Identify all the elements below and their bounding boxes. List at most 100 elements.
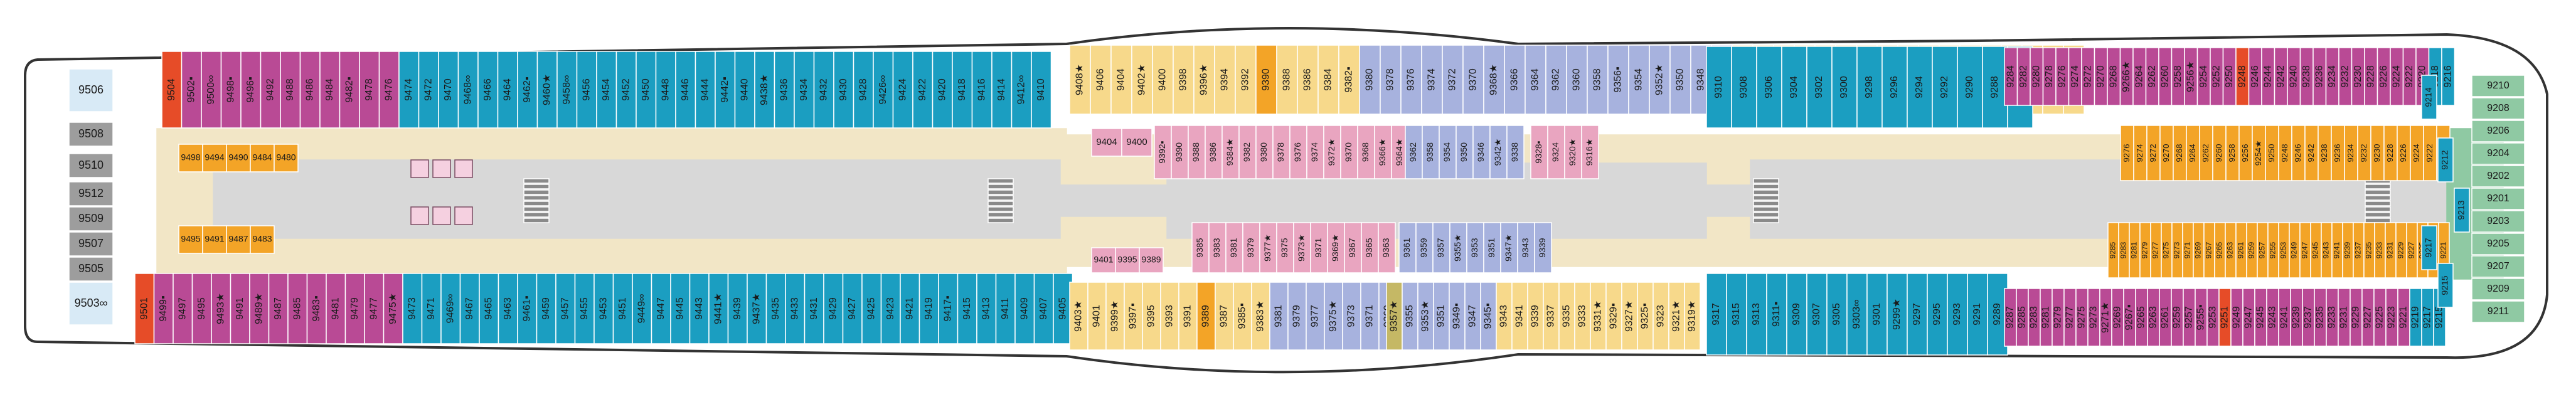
cabin[interactable]: 9402★ — [1131, 45, 1153, 115]
cabin[interactable]: 9387 — [1215, 282, 1234, 351]
cabin[interactable]: 9349▪ — [1449, 282, 1466, 351]
cabin[interactable]: 9339 — [1534, 222, 1552, 273]
cabin[interactable]: 9506 — [68, 68, 114, 112]
cabin[interactable]: 9343 — [1496, 282, 1513, 351]
cabin[interactable]: 9291 — [1967, 273, 1988, 356]
cabin[interactable]: 9352★ — [1649, 45, 1671, 115]
cabin[interactable]: 9507 — [68, 231, 114, 257]
cabin[interactable]: 9491 — [202, 225, 227, 254]
cabin[interactable]: 9236 — [2331, 125, 2345, 181]
cabin[interactable]: 9234 — [2325, 47, 2339, 106]
cabin[interactable]: 9423 — [880, 273, 901, 344]
cabin[interactable]: 9242 — [2274, 47, 2288, 106]
cabin[interactable]: 9283 — [2118, 222, 2130, 278]
cabin[interactable]: 9442▪ — [715, 51, 736, 129]
cabin[interactable]: 9327★ — [1621, 282, 1638, 351]
cabin[interactable]: 9250 — [2222, 47, 2237, 106]
cabin[interactable]: 9388 — [1276, 45, 1298, 115]
cabin[interactable]: 9463 — [498, 273, 518, 344]
cabin[interactable]: 9342★ — [1489, 125, 1508, 179]
cabin[interactable]: 9467 — [459, 273, 480, 344]
cabin[interactable]: 9246 — [2248, 47, 2262, 106]
cabin[interactable]: 9304 — [1781, 46, 1807, 129]
cabin[interactable]: 9316★ — [1581, 125, 1599, 179]
cabin[interactable]: 9369★ — [1327, 222, 1345, 273]
cabin[interactable]: 9255 — [2267, 222, 2279, 278]
cabin[interactable]: 9375★ — [1324, 282, 1343, 351]
cabin[interactable]: 9439 — [727, 273, 748, 344]
cabin[interactable]: 9270 — [2159, 125, 2174, 181]
cabin[interactable]: 9383★ — [1251, 282, 1270, 351]
cabin[interactable]: 9503∞ — [68, 282, 114, 326]
cabin[interactable]: 9483 — [250, 225, 275, 254]
cabin[interactable]: 9459 — [536, 273, 556, 344]
cabin[interactable]: 9287 — [2004, 288, 2017, 347]
cabin[interactable]: 9432 — [813, 51, 834, 129]
cabin[interactable]: 9255▪ — [2195, 288, 2208, 347]
cabin[interactable]: 9257 — [2257, 222, 2269, 278]
cabin[interactable]: 9368 — [1357, 125, 1375, 179]
cabin[interactable]: 9461▪ — [517, 273, 538, 344]
cabin[interactable]: 9319★ — [1684, 282, 1701, 351]
cabin[interactable]: 9234 — [2344, 125, 2358, 181]
cabin[interactable]: 9258 — [2225, 125, 2240, 181]
cabin[interactable]: 9386 — [1205, 125, 1223, 179]
cabin[interactable]: 9283 — [2028, 288, 2041, 347]
cabin[interactable]: 9468∞ — [457, 51, 479, 129]
cabin[interactable]: 9240 — [2287, 47, 2301, 106]
cabin[interactable]: 9306 — [1756, 46, 1782, 129]
cabin[interactable]: 9277 — [2063, 288, 2077, 347]
cabin[interactable]: 9385▪ — [1233, 282, 1252, 351]
cabin[interactable]: 9275 — [2075, 288, 2089, 347]
cabin[interactable]: 9339 — [1527, 282, 1544, 351]
cabin[interactable]: 9441★ — [708, 273, 729, 344]
cabin[interactable]: 9272 — [2081, 47, 2095, 106]
cabin[interactable]: 9243 — [2321, 222, 2333, 278]
cabin[interactable]: 9222 — [2423, 125, 2437, 181]
cabin[interactable]: 9440 — [734, 51, 755, 129]
cabin[interactable]: 9227 — [2406, 222, 2418, 278]
cabin[interactable]: 9247 — [2242, 288, 2255, 347]
cabin[interactable]: 9235 — [2314, 288, 2327, 347]
cabin[interactable]: 9248 — [2235, 47, 2250, 106]
cabin[interactable]: 9201 — [2471, 188, 2525, 210]
cabin[interactable]: 9237 — [2353, 222, 2365, 278]
cabin[interactable]: 9301 — [1866, 273, 1888, 356]
cabin[interactable]: 9263 — [2147, 288, 2160, 347]
cabin[interactable]: 9253 — [2206, 288, 2220, 347]
cabin[interactable]: 9399★ — [1105, 282, 1125, 351]
cabin[interactable]: 9209 — [2471, 278, 2525, 300]
cabin[interactable]: 9238 — [2318, 125, 2332, 181]
cabin[interactable]: 9376 — [1289, 125, 1307, 179]
cabin[interactable]: 9512 — [68, 181, 114, 206]
cabin[interactable]: 9226 — [2376, 47, 2391, 106]
cabin[interactable]: 9341 — [1511, 282, 1528, 351]
cabin[interactable]: 9364 — [1525, 45, 1546, 115]
cabin[interactable]: 9476 — [378, 51, 400, 129]
cabin[interactable]: 9428 — [853, 51, 874, 129]
cabin[interactable]: 9298 — [1856, 46, 1883, 129]
cabin[interactable]: 9271★ — [2099, 288, 2112, 347]
cabin[interactable]: 9391 — [1178, 282, 1198, 351]
cabin[interactable]: 9390 — [1171, 125, 1189, 179]
cabin[interactable]: 9509 — [68, 206, 114, 231]
cabin[interactable]: 9254 — [2196, 47, 2211, 106]
cabin[interactable]: 9299★ — [1887, 273, 1908, 356]
cabin[interactable]: 9385 — [1191, 222, 1210, 273]
cabin[interactable]: 9370 — [1340, 125, 1358, 179]
cabin[interactable]: 9219 — [2409, 288, 2422, 347]
cabin[interactable]: 9224 — [2390, 47, 2404, 106]
cabin[interactable]: 9245 — [2310, 222, 2322, 278]
cabin[interactable]: 9329▪ — [1605, 282, 1622, 351]
cabin[interactable]: 9324 — [1547, 125, 1565, 179]
cabin[interactable]: 9203 — [2471, 210, 2525, 233]
cabin[interactable]: 9447 — [651, 273, 671, 344]
cabin[interactable]: 9450 — [636, 51, 657, 129]
cabin[interactable]: 9378 — [1272, 125, 1291, 179]
cabin[interactable]: 9381 — [1269, 282, 1289, 351]
cabin[interactable]: 9229 — [2395, 222, 2407, 278]
cabin[interactable]: 9431 — [804, 273, 824, 344]
cabin[interactable]: 9269 — [2111, 288, 2124, 347]
cabin[interactable]: 9359 — [1415, 222, 1434, 273]
cabin[interactable]: 9465 — [479, 273, 499, 344]
